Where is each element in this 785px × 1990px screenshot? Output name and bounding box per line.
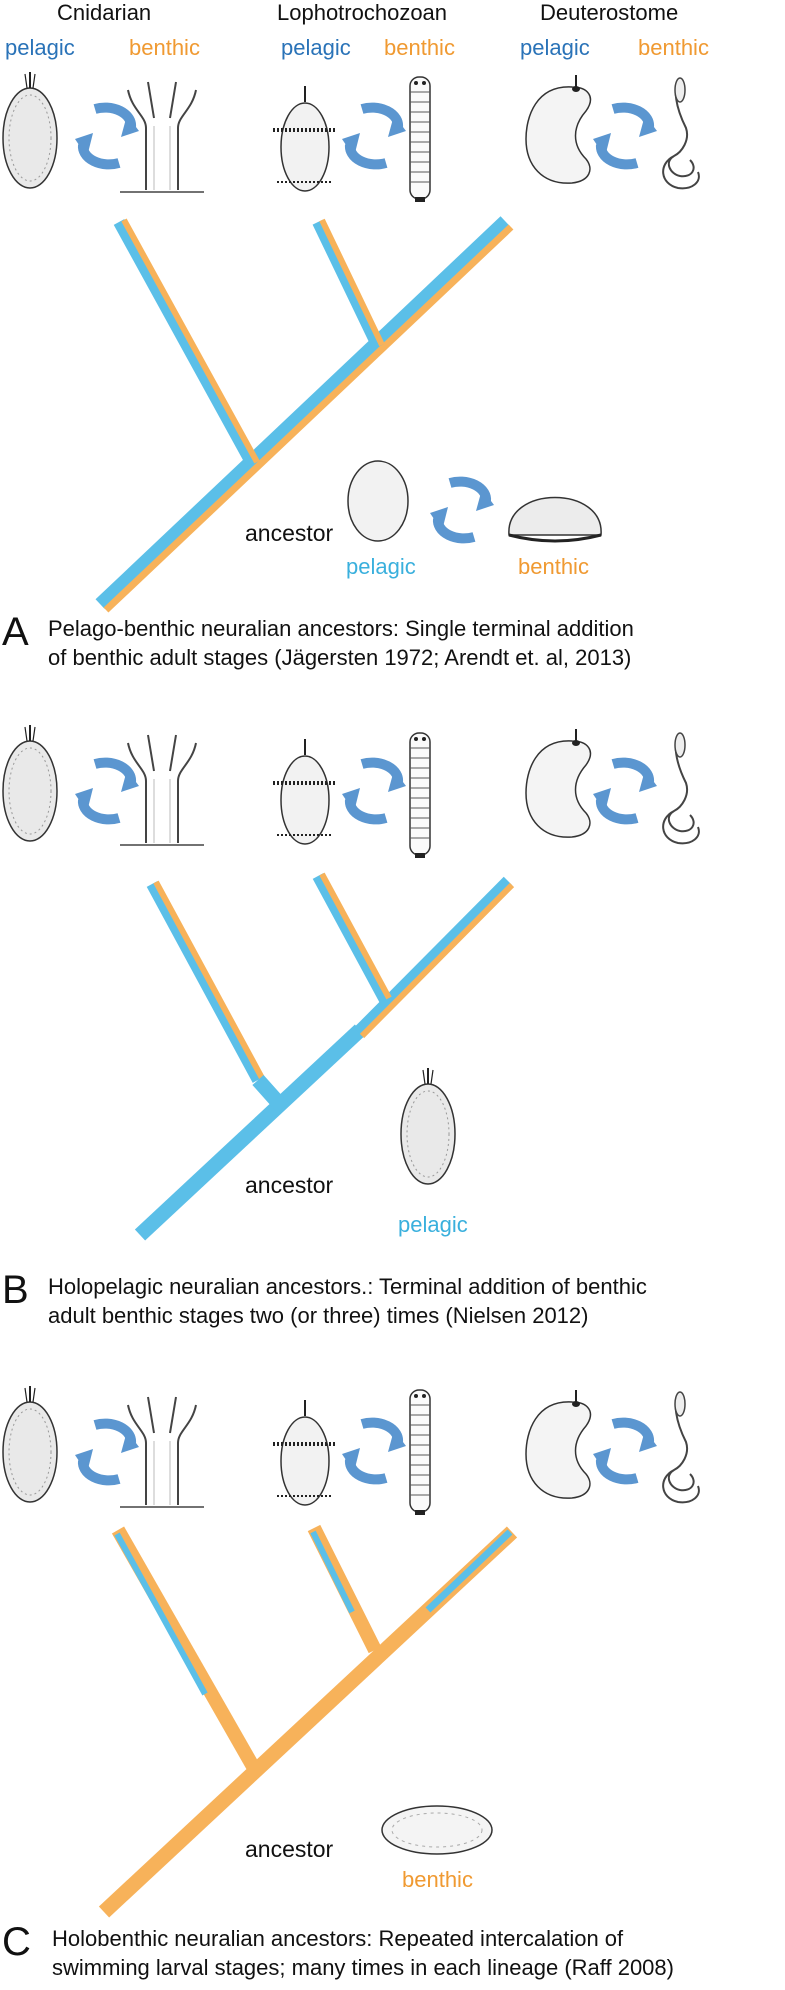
header-benthic-label-2: benthic — [384, 35, 455, 60]
caption-c-line-2: swimming larval stages; many times in ea… — [52, 1955, 674, 1980]
caption-b: Holopelagic neuralian ancestors.: Termin… — [48, 1272, 647, 1330]
organism-row-c — [2, 1385, 700, 1516]
life-cycle-arrows-icon — [75, 108, 139, 165]
ancestor-c-benthic-label: benthic — [402, 1867, 473, 1892]
ancestor-a-illustrations — [347, 460, 603, 541]
caption-a-line-1: Pelago-benthic neuralian ancestors: Sing… — [48, 616, 634, 641]
tree-c — [98, 1524, 518, 1918]
panel-letter-c: C — [2, 1920, 31, 1964]
ancestor-a-benthic-label: benthic — [518, 554, 589, 579]
deuterostome-larva-illustration — [525, 728, 592, 839]
deuterostome-larva-illustration — [525, 74, 592, 185]
clade-label-cnidarian: Cnidarian — [57, 0, 151, 25]
panel-letter-b: B — [2, 1268, 29, 1312]
life-cycle-arrows-icon — [342, 1423, 406, 1480]
ancestor-b-illustration — [400, 1067, 456, 1185]
cnidarian-planula-illustration — [2, 724, 58, 842]
life-cycle-arrows-icon — [75, 1424, 139, 1481]
acorn-worm-illustration — [662, 732, 700, 845]
life-cycle-arrows-icon — [593, 108, 657, 165]
caption-b-line-2: adult benthic stages two (or three) time… — [48, 1303, 589, 1328]
organism-row-b — [2, 724, 700, 859]
life-cycle-arrows-icon — [342, 763, 406, 820]
deuterostome-larva-illustration — [525, 1389, 592, 1500]
worm-illustration — [409, 1389, 431, 1516]
header-benthic-label-3: benthic — [638, 35, 709, 60]
life-cycle-arrows-icon — [593, 1423, 657, 1480]
ancestor-c-illustration — [381, 1805, 493, 1855]
panel-letter-a: A — [2, 610, 29, 654]
acorn-worm-illustration — [662, 1391, 700, 1504]
life-cycle-arrows-icon — [430, 482, 494, 539]
trochophore-illustration — [271, 737, 339, 846]
ancestor-a-pelagic-label: pelagic — [346, 554, 416, 579]
cnidarian-polyp-illustration — [119, 81, 205, 193]
clade-label-deuterostome: Deuterostome — [540, 0, 678, 25]
cnidarian-planula-illustration — [2, 1385, 58, 1503]
trochophore-illustration — [271, 1398, 339, 1507]
worm-illustration — [409, 732, 431, 859]
header-pelagic-label-3: pelagic — [520, 35, 590, 60]
ancestor-label-a: ancestor — [245, 520, 334, 546]
caption-a-line-2: of benthic adult stages (Jägersten 1972;… — [48, 645, 632, 670]
caption-c-line-1: Holobenthic neuralian ancestors: Repeate… — [52, 1926, 624, 1951]
organism-row-a — [2, 71, 700, 203]
caption-b-line-1: Holopelagic neuralian ancestors.: Termin… — [48, 1274, 647, 1299]
cnidarian-polyp-illustration — [119, 1396, 205, 1508]
clade-label-lophotrochozoan: Lophotrochozoan — [277, 0, 447, 25]
header-pelagic-label-2: pelagic — [281, 35, 351, 60]
life-cycle-arrows-icon — [593, 763, 657, 820]
trochophore-illustration — [271, 84, 339, 193]
worm-illustration — [409, 76, 431, 203]
header-pelagic-label-1: pelagic — [5, 35, 75, 60]
tree-b — [134, 872, 515, 1241]
caption-c: Holobenthic neuralian ancestors: Repeate… — [52, 1924, 674, 1982]
acorn-worm-illustration — [662, 77, 700, 190]
ancestor-label-c: ancestor — [245, 1836, 334, 1862]
cnidarian-planula-illustration — [2, 71, 58, 189]
cnidarian-polyp-illustration — [119, 734, 205, 846]
tree-a — [95, 216, 514, 613]
life-cycle-arrows-icon — [75, 763, 139, 820]
ancestor-b-pelagic-label: pelagic — [398, 1212, 468, 1237]
header-benthic-label-1: benthic — [129, 35, 200, 60]
ancestor-label-b: ancestor — [245, 1172, 334, 1198]
caption-a: Pelago-benthic neuralian ancestors: Sing… — [48, 614, 634, 672]
life-cycle-arrows-icon — [342, 108, 406, 165]
